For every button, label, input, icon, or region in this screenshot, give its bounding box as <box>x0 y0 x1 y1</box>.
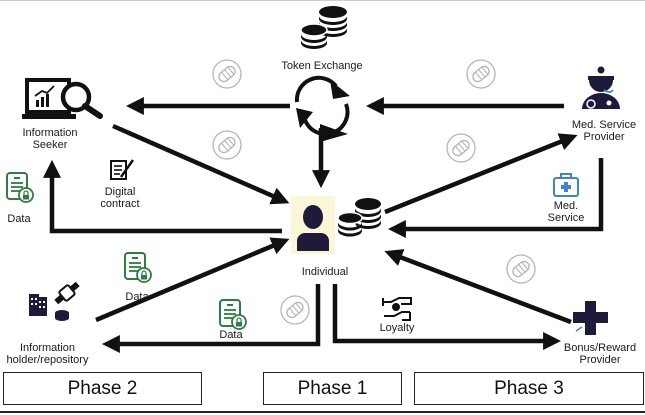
top-border <box>0 0 645 1</box>
token-marker-5 <box>506 254 536 284</box>
bonus-provider-label-1: Bonus/Reward <box>563 342 637 354</box>
token-marker-4 <box>446 133 476 163</box>
medical-cross-icon <box>573 301 608 335</box>
token-marker-1 <box>212 59 242 89</box>
edge-individual-to-bonus <box>332 284 562 350</box>
edge-bonus-to-individual <box>384 249 572 325</box>
token-marker-2 <box>466 59 496 89</box>
flag-icon <box>320 124 348 142</box>
phase-2-label: Phase 2 <box>67 377 138 399</box>
phase-2-box: Phase 2 <box>3 372 202 405</box>
secure-data-icon-seeker <box>6 172 34 203</box>
hands-heart-icon <box>382 297 412 321</box>
secure-data-icon-holder-lower <box>219 299 247 330</box>
med-service-label-1: Med. <box>553 200 579 212</box>
data-label-holder-upper: Data <box>125 291 149 303</box>
edge-seeker-to-individual <box>112 123 290 205</box>
information-seeker-label-1: Information <box>22 127 78 139</box>
edge-individual-to-holder <box>101 284 321 353</box>
digital-contract-label-2: contract <box>100 198 140 210</box>
med-service-provider-label-2: Provider <box>583 131 625 143</box>
coins-icon <box>300 6 347 49</box>
med-service-label-2: Service <box>547 212 585 224</box>
individual-label: Individual <box>301 266 349 278</box>
secure-data-icon-holder-upper <box>124 252 152 283</box>
loyalty-label: Loyalty <box>379 322 415 334</box>
edge-med-provider-to-individual <box>387 158 604 238</box>
token-marker-6 <box>280 295 310 325</box>
information-holder-label-2: holder/repository <box>6 354 89 366</box>
bottom-border <box>0 411 645 413</box>
doctor-icon <box>582 66 620 109</box>
person-with-coins-icon <box>297 198 381 251</box>
phase-3-label: Phase 3 <box>494 377 564 399</box>
data-label-seeker: Data <box>7 213 31 225</box>
phase-1-label: Phase 1 <box>297 377 368 399</box>
digital-contract-label-1: Digital <box>104 186 136 198</box>
cycle-arrowhead-2 <box>296 108 313 128</box>
phase-3-box: Phase 3 <box>414 372 644 405</box>
edge-individual-to-seeker <box>43 159 282 234</box>
contract-pen-icon <box>110 159 135 180</box>
cycle-arrowhead-1 <box>330 80 350 99</box>
information-seeker-label-2: Seeker <box>32 139 68 151</box>
token-marker-3 <box>212 130 242 160</box>
data-label-holder-lower: Data <box>219 329 243 341</box>
token-exchange-label: Token Exchange <box>281 60 363 72</box>
building-watch-database-icon <box>29 281 80 321</box>
medical-kit-icon <box>553 173 579 197</box>
information-holder-label-1: Information <box>19 342 76 354</box>
med-service-provider-label-1: Med. Service <box>571 119 637 131</box>
edge-holder-to-individual <box>95 237 290 323</box>
bonus-provider-label-2: Provider <box>579 354 621 366</box>
edge-individual-to-med-provider <box>384 133 578 215</box>
phase-1-box: Phase 1 <box>263 372 402 405</box>
laptop-analytics-search-icon <box>22 78 103 119</box>
